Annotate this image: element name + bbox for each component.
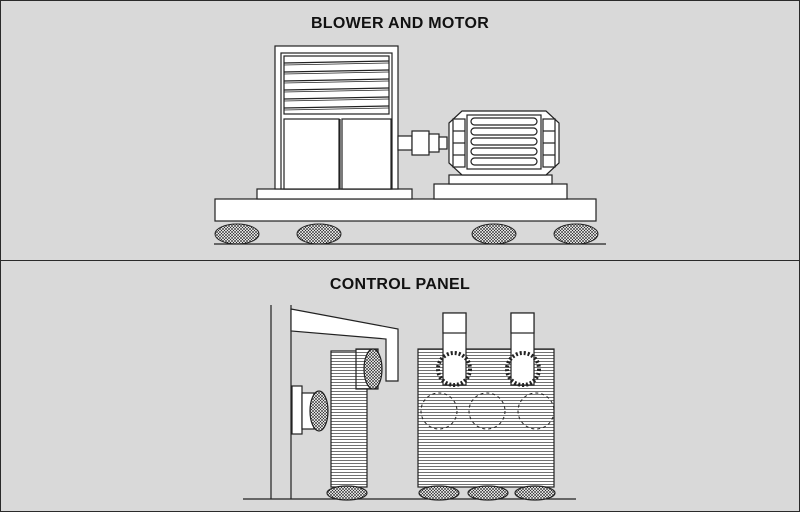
isolator-3 [471,223,517,245]
stack-isolator-left [436,351,472,387]
cabinet-isolator-3 [514,485,556,501]
control-panel-panel: CONTROL PANEL [0,260,800,512]
isolator-4 [553,223,599,245]
motor-fins [470,117,538,166]
cabinet-isolator-1 [418,485,460,501]
hidden-component-2 [468,392,506,430]
shaft [397,135,413,151]
hidden-component-1 [420,392,458,430]
cabinet-isolator-2 [467,485,509,501]
control-panel-drawing [243,305,576,501]
motor-subbase [448,174,553,185]
blower-door-right [341,118,392,190]
wall-device-plate [291,385,303,435]
wall-isolator [309,390,329,432]
stack-isolator-right [505,351,541,387]
motor-pedestal [433,183,568,200]
blower-motor-panel: BLOWER AND MOTOR [0,0,800,261]
hidden-component-3 [517,392,555,430]
blower-motor-title: BLOWER AND MOTOR [310,15,490,32]
blower-pedestal [256,188,413,200]
isolator-2 [296,223,342,245]
base-frame [214,198,597,222]
isolator-1 [214,223,260,245]
wall-bracket [290,308,399,382]
tall-cabinet-isolator [326,485,368,501]
blower-louvers [283,55,390,115]
coupling-hub [428,133,440,153]
blower-door-left [283,118,340,190]
control-panel-title: CONTROL PANEL [329,276,471,293]
blower-motor-drawing [214,45,606,245]
coupling [411,130,430,156]
